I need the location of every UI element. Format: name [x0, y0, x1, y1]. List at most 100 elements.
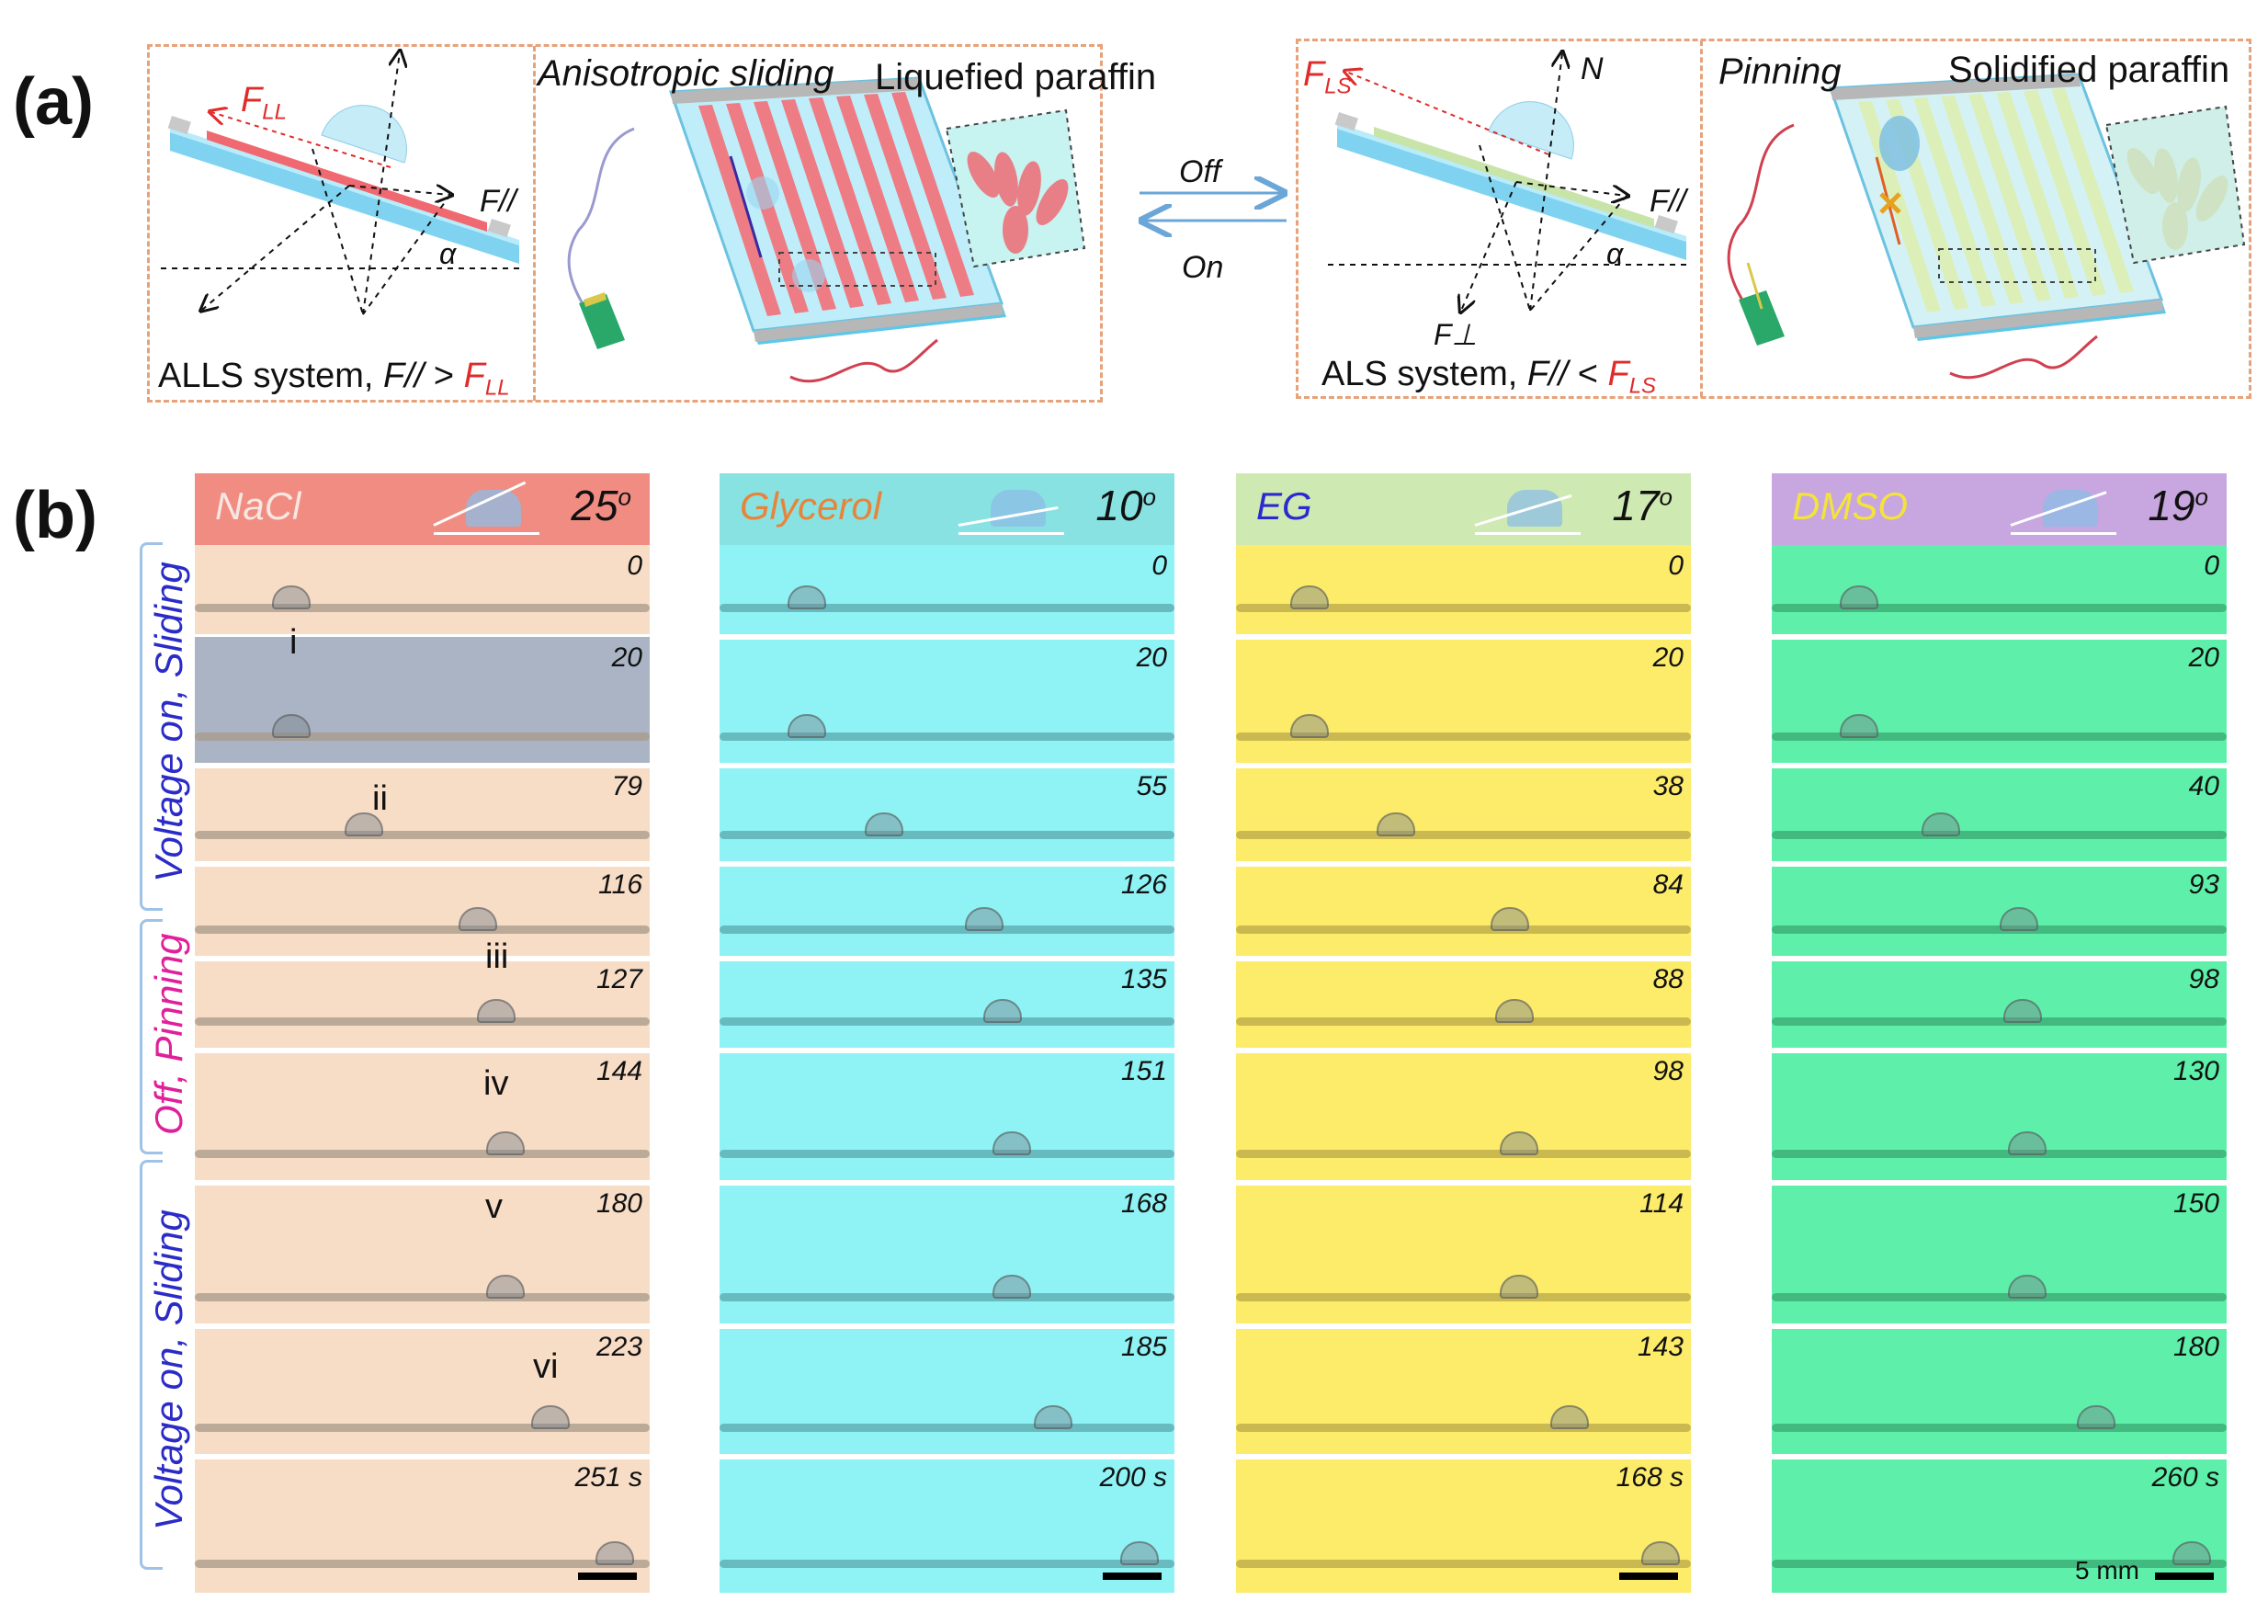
droplet: [531, 1405, 570, 1429]
droplet: [865, 812, 903, 836]
droplet: [1641, 1541, 1680, 1565]
droplet: [1550, 1405, 1589, 1429]
liquefied-paraffin-label: Liquefied paraffin: [875, 57, 1157, 97]
side-label-top: Voltage on, Sliding: [147, 562, 191, 882]
rail: [720, 926, 1174, 934]
droplet: [595, 1541, 634, 1565]
droplet: [345, 812, 383, 836]
rail: [1236, 926, 1691, 934]
roman-label-iv: iv: [483, 1064, 509, 1103]
droplet: [2008, 1131, 2047, 1155]
anisotropic-sliding-device: [567, 76, 1086, 383]
droplet: [992, 1131, 1031, 1155]
frame-time: 180: [2172, 1332, 2219, 1362]
frame-time: 143: [1637, 1332, 1684, 1362]
side-label-middle-a: Off,: [147, 1062, 190, 1135]
base-line-icon: [1475, 532, 1581, 535]
tilt-angle: 10o: [1095, 482, 1156, 529]
scale-bar: [578, 1573, 637, 1580]
rail: [1236, 1560, 1691, 1568]
panel-a-letter: (a): [13, 65, 94, 139]
frame-separator: [1236, 1323, 1691, 1329]
frame-separator: [1236, 956, 1691, 961]
liquid-name: EG: [1256, 484, 1312, 528]
als-normal-label: N: [1581, 51, 1604, 86]
rail: [1772, 1150, 2227, 1158]
als-force-letter: F: [1303, 55, 1325, 94]
rail: [720, 733, 1174, 741]
tilt-angle-unit: o: [1659, 483, 1673, 511]
frame-separator: [1772, 861, 2227, 867]
side-label-bottom: Voltage on, Sliding: [147, 1209, 191, 1530]
droplet: [1290, 585, 1329, 609]
frame-time: 20: [1652, 642, 1684, 673]
side-bracket-middle: [140, 919, 163, 1154]
rail: [1772, 1017, 2227, 1026]
frame-time: 127: [595, 964, 642, 994]
als-force-label: FLS: [1303, 55, 1352, 100]
droplet: [486, 1275, 525, 1299]
rail: [720, 1293, 1174, 1301]
droplet: [486, 1131, 525, 1155]
frame-time: 40: [2188, 771, 2219, 801]
panel-b-letter: (b): [13, 479, 97, 552]
alls-caption: ALLS system, F// > FLL: [158, 357, 510, 402]
frame-separator: [1772, 763, 2227, 768]
frame-time: 168 s: [1616, 1462, 1684, 1493]
frame-separator: [195, 1323, 650, 1329]
als-caption-prefix: ALS system,: [1321, 355, 1527, 393]
frame-separator: [1772, 1323, 2227, 1329]
droplet: [2077, 1405, 2115, 1429]
alls-caption-f2-sub: LL: [484, 375, 510, 401]
alls-caption-f: F//: [382, 357, 425, 395]
side-bracket-bottom: [140, 1160, 163, 1570]
side-label-top-a: Voltage on,: [147, 677, 190, 882]
base-line-icon: [958, 532, 1064, 535]
frame-time: 0: [627, 551, 642, 581]
solidified-paraffin-label: Solidified paraffin: [1948, 50, 2230, 90]
panel-a-left-divider: [533, 46, 536, 401]
frame-time: 180: [595, 1188, 642, 1219]
rail: [720, 1424, 1174, 1432]
frame-separator: [1772, 634, 2227, 640]
frame-time: 93: [2188, 869, 2219, 900]
frame-time: 20: [1136, 642, 1167, 673]
droplet: [1034, 1405, 1072, 1429]
alls-force-letter: F: [241, 81, 263, 119]
rail: [1772, 1560, 2227, 1568]
droplet: [788, 714, 826, 738]
rail: [1772, 1293, 2227, 1301]
liquid-name: Glycerol: [740, 484, 882, 528]
rail: [720, 1150, 1174, 1158]
rail: [195, 926, 650, 934]
frame-separator: [1772, 1048, 2227, 1053]
frame-separator: [195, 1454, 650, 1459]
frame-time: 150: [2172, 1188, 2219, 1219]
droplet: [1840, 585, 1878, 609]
frame-separator: [720, 634, 1174, 640]
frame-time: 20: [2188, 642, 2219, 673]
droplet: [2003, 999, 2042, 1023]
rail: [1236, 1017, 1691, 1026]
tilt-angle: 17o: [1612, 482, 1673, 529]
pinning-device: [1727, 73, 2246, 380]
column-header: Glycerol 10o: [720, 473, 1174, 545]
droplet: [1377, 812, 1415, 836]
rail: [720, 1017, 1174, 1026]
frame-time: 151: [1120, 1056, 1167, 1086]
droplet: [2172, 1541, 2211, 1565]
roman-label-v: v: [485, 1187, 503, 1226]
scale-label: 5 mm: [2075, 1556, 2139, 1584]
frame-separator: [195, 956, 650, 961]
frame-time: 223: [595, 1332, 642, 1362]
rail: [1772, 1424, 2227, 1432]
scale-bar: [1103, 1573, 1162, 1580]
frame-time: 98: [2188, 964, 2219, 994]
droplet: [965, 907, 1004, 931]
frame-time: 38: [1652, 771, 1684, 801]
frame-time: 55: [1136, 771, 1167, 801]
tilt-angle-unit: o: [618, 483, 631, 511]
